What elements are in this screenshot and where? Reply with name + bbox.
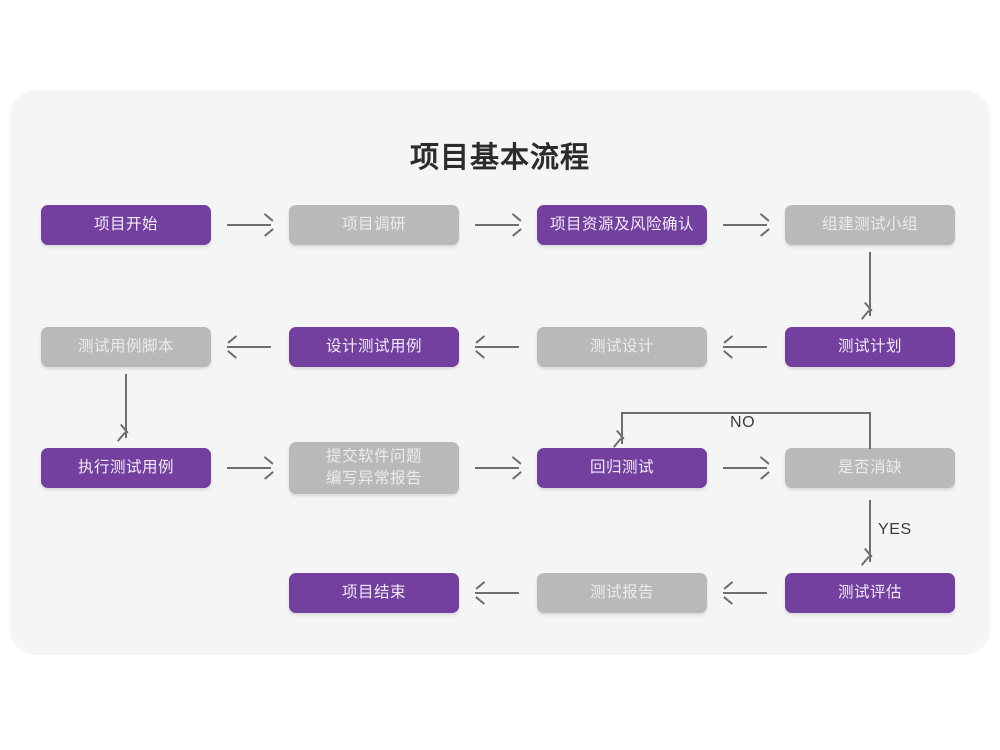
node-test-plan[interactable]: 测试计划: [785, 327, 955, 367]
node-project-end[interactable]: 项目结束: [289, 573, 459, 613]
node-regression-test[interactable]: 回归测试: [537, 448, 707, 488]
flowchart-card: [10, 90, 990, 655]
node-defect-cleared-check[interactable]: 是否消缺: [785, 448, 955, 488]
node-resource-risk-confirm[interactable]: 项目资源及风险确认: [537, 205, 707, 245]
node-submit-issue-report[interactable]: 提交软件问题 编写异常报告: [289, 442, 459, 494]
page-title: 项目基本流程: [409, 142, 590, 174]
node-design-test-case[interactable]: 设计测试用例: [289, 327, 459, 367]
node-test-design[interactable]: 测试设计: [537, 327, 707, 367]
edge-label-no: NO: [730, 414, 756, 431]
node-execute-test-case[interactable]: 执行测试用例: [41, 448, 211, 488]
edge-label-yes: YES: [878, 521, 912, 538]
node-project-start[interactable]: 项目开始: [41, 205, 211, 245]
node-test-report[interactable]: 测试报告: [537, 573, 707, 613]
node-build-test-team[interactable]: 组建测试小组: [785, 205, 955, 245]
node-project-research[interactable]: 项目调研: [289, 205, 459, 245]
node-test-case-script[interactable]: 测试用例脚本: [41, 327, 211, 367]
node-test-evaluation[interactable]: 测试评估: [785, 573, 955, 613]
